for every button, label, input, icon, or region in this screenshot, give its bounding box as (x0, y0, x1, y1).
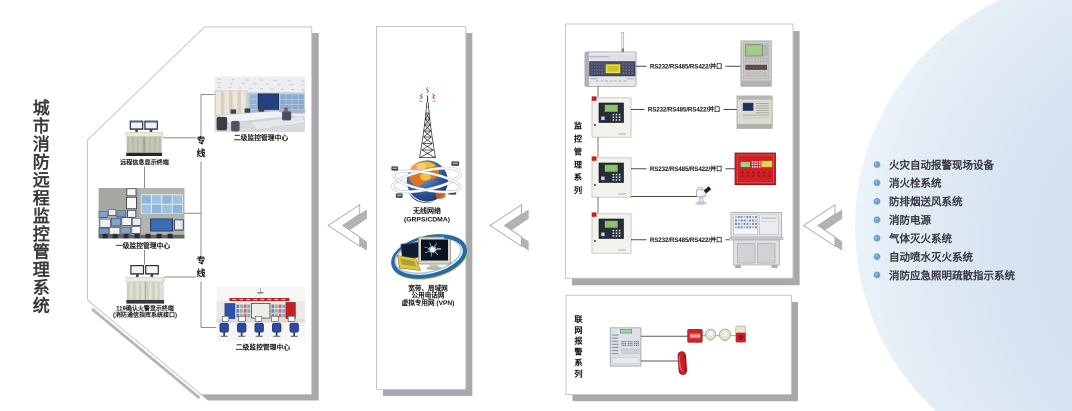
svg-text:远程信息显示终端: 远程信息显示终端 (120, 158, 169, 166)
svg-text:网: 网 (574, 326, 582, 335)
svg-text:RS232/RS485/RS422/并口: RS232/RS485/RS422/并口 (650, 236, 722, 244)
svg-text:消火栓系统: 消火栓系统 (889, 177, 942, 190)
svg-text:程: 程 (33, 189, 50, 208)
svg-text:(GRPS/CDMA): (GRPS/CDMA) (404, 217, 450, 224)
svg-text:公用电话网: 公用电话网 (412, 291, 445, 300)
svg-text:警: 警 (574, 347, 583, 357)
svg-text:宽带、局域网: 宽带、局域网 (407, 284, 448, 293)
svg-text:RS232/RS485/RS422/并口: RS232/RS485/RS422/并口 (650, 165, 722, 173)
svg-text:管: 管 (33, 242, 50, 262)
svg-text:控: 控 (574, 133, 583, 143)
svg-text:(消防通信指挥系统接口): (消防通信指挥系统接口) (113, 311, 177, 319)
svg-text:市: 市 (33, 116, 50, 136)
svg-text:一级监控管理中心: 一级监控管理中心 (116, 241, 171, 250)
svg-text:专: 专 (196, 135, 205, 146)
svg-text:联: 联 (574, 314, 583, 324)
svg-text:控: 控 (33, 224, 50, 244)
svg-text:二级监控管理中心: 二级监控管理中心 (236, 342, 291, 351)
svg-text:监: 监 (574, 121, 582, 131)
svg-text:列: 列 (574, 368, 582, 378)
svg-text:防排烟送风系统: 防排烟送风系统 (889, 195, 963, 208)
svg-text:线: 线 (196, 268, 205, 279)
svg-text:二级监控管理中心: 二级监控管理中心 (234, 133, 289, 142)
svg-text:防: 防 (33, 152, 50, 172)
svg-text:专: 专 (196, 255, 205, 266)
svg-text:系: 系 (33, 279, 50, 298)
svg-text:系: 系 (574, 357, 582, 367)
svg-text:无线网络: 无线网络 (412, 206, 441, 215)
svg-text:消防电源: 消防电源 (889, 214, 931, 227)
svg-text:列: 列 (574, 185, 582, 195)
svg-text:理: 理 (574, 160, 583, 169)
svg-text:消: 消 (33, 134, 50, 154)
svg-text:火灾自动报警现场设备: 火灾自动报警现场设备 (889, 158, 994, 171)
svg-text:统: 统 (33, 296, 50, 316)
svg-text:自动喷水灭火系统: 自动喷水灭火系统 (889, 250, 973, 263)
svg-text:线: 线 (196, 148, 205, 159)
svg-text:119确认火警显示终端: 119确认火警显示终端 (116, 305, 174, 313)
svg-text:系: 系 (574, 172, 582, 182)
svg-text:RS232/RS485/RS422/并口: RS232/RS485/RS422/并口 (650, 62, 722, 70)
svg-text:虚拟专用网 (VPN): 虚拟专用网 (VPN) (402, 298, 455, 307)
svg-text:城: 城 (33, 99, 50, 118)
svg-text:消防应急照明疏散指示系统: 消防应急照明疏散指示系统 (889, 269, 1015, 282)
svg-text:气体灭火系统: 气体灭火系统 (888, 232, 952, 245)
svg-text:远: 远 (33, 171, 50, 190)
svg-text:理: 理 (33, 261, 50, 280)
svg-text:监: 监 (33, 206, 50, 226)
svg-text:报: 报 (574, 336, 583, 346)
svg-text:RS232/RS485/RS422/并口: RS232/RS485/RS422/并口 (648, 106, 720, 114)
svg-text:管: 管 (574, 146, 582, 156)
